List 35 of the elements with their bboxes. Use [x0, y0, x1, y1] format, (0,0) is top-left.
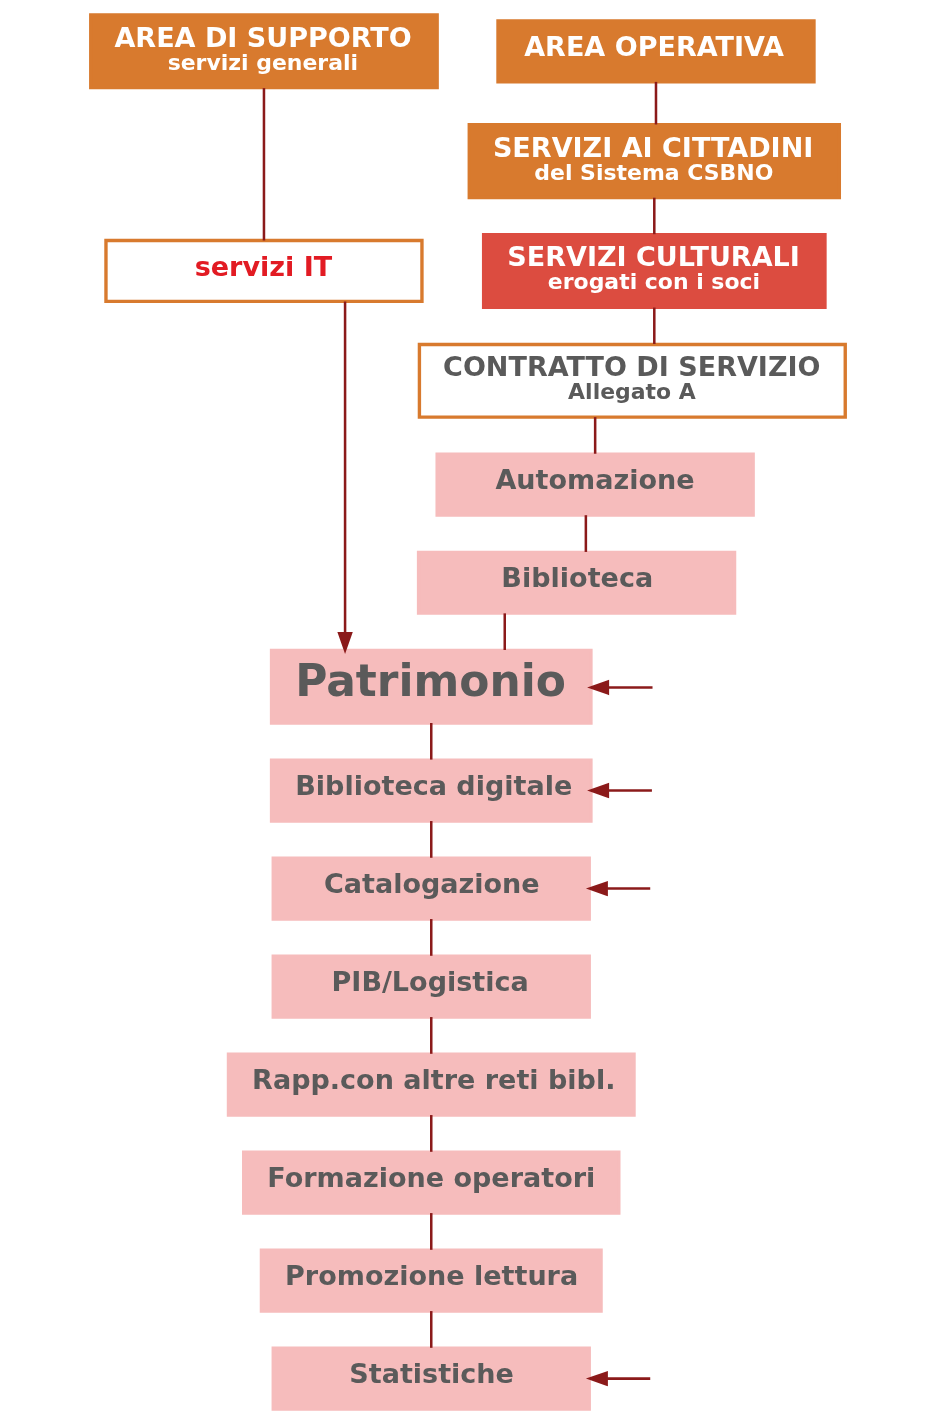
connector: [429, 723, 432, 760]
arrow: [586, 782, 652, 799]
connector: [429, 1115, 432, 1152]
node-box: Biblioteca: [416, 550, 736, 615]
node-box: SERVIZI AI CITTADINI del Sistema CSBNO: [467, 123, 841, 200]
node-box: AREA OPERATIVA: [495, 19, 816, 84]
node-box: SERVIZI CULTURALI erogati con i soci: [481, 232, 827, 309]
node-box: Patrimonio: [269, 648, 593, 725]
node-box: Promozione lettura: [259, 1248, 603, 1313]
arrow: [586, 679, 652, 696]
node-box: servizi IT: [103, 238, 424, 304]
connector: [429, 1213, 432, 1250]
connector: [429, 821, 432, 858]
connector: [584, 515, 587, 552]
node-box: Statistiche: [271, 1346, 591, 1411]
node-box: PIB/Logistica: [271, 954, 591, 1019]
node-box: Rapp.con altre reti bibl.: [226, 1052, 636, 1117]
node-box: Automazione: [434, 452, 755, 517]
connector: [429, 1017, 432, 1054]
node-box: Formazione operatori: [241, 1150, 620, 1215]
arrow: [585, 1370, 650, 1387]
connector: [429, 1311, 432, 1348]
connector: [429, 919, 432, 956]
connector: [652, 307, 656, 344]
connector: [503, 613, 506, 650]
arrow: [336, 301, 353, 655]
connector: [262, 88, 265, 241]
node-box: AREA DI SUPPORTO servizi generali: [88, 13, 439, 90]
arrow: [585, 880, 650, 897]
node-box: Catalogazione: [271, 856, 591, 921]
connector: [652, 197, 656, 235]
node-box: CONTRATTO DI SERVIZIO Allegato A: [417, 342, 847, 419]
node-box: Biblioteca digitale: [269, 758, 593, 823]
connector: [654, 81, 657, 125]
connector: [593, 417, 596, 454]
